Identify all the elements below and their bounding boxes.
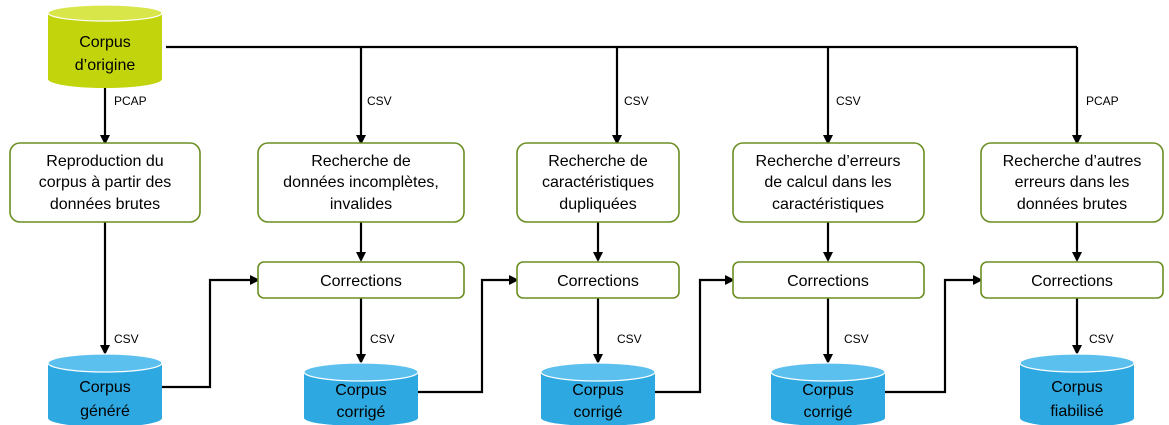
db-5-body xyxy=(1020,363,1134,425)
step-2-line-2: données incomplètes, xyxy=(283,174,439,191)
origin-db-body xyxy=(48,13,162,88)
connectors xyxy=(100,45,1082,394)
input-label-2: CSV xyxy=(367,94,392,108)
db-3-body xyxy=(541,372,655,425)
db-2-line-2: corrigé xyxy=(337,404,386,421)
step-5-line-3: données brutes xyxy=(1017,196,1127,213)
process-step-2: Recherche de données incomplètes, invali… xyxy=(257,142,465,223)
db-3-line-1: Corpus xyxy=(572,382,624,399)
input-label-5: PCAP xyxy=(1086,94,1119,108)
step-1-line-3: données brutes xyxy=(50,196,160,213)
step-4-line-2: de calcul dans les xyxy=(764,174,891,191)
process-step-4: Recherche d’erreurs de calcul dans les c… xyxy=(732,142,925,223)
origin-db-line-2: d’origine xyxy=(75,57,136,74)
db-4-line-1: Corpus xyxy=(802,382,854,399)
db-2-body xyxy=(304,372,418,425)
result-db-4: Corpus corrigé xyxy=(770,362,886,425)
arrow-db-4-to-corrections-4 xyxy=(885,275,983,394)
process-step-1: Reproduction du corpus à partir des donn… xyxy=(9,142,201,223)
process-step-5: Recherche d’autres erreurs dans les donn… xyxy=(980,142,1164,223)
db-5-top xyxy=(1019,353,1135,373)
db-3-top xyxy=(540,362,656,382)
output-label-4: CSV xyxy=(844,332,869,346)
corrections-box-4: Corrections xyxy=(980,261,1164,299)
output-label-3: CSV xyxy=(617,332,642,346)
arrow-db-3-to-corrections-3 xyxy=(655,275,735,394)
db-4-body xyxy=(771,372,885,425)
db-1-top xyxy=(47,353,163,373)
step-1-line-2: corpus à partir des xyxy=(39,174,172,191)
result-db-2: Corpus corrigé xyxy=(303,362,419,425)
step-5-line-1: Recherche d’autres xyxy=(1003,153,1142,170)
step-2-line-1: Recherche de xyxy=(311,153,411,170)
step-4-line-1: Recherche d’erreurs xyxy=(756,153,901,170)
db-1-line-1: Corpus xyxy=(79,379,131,396)
output-label-2: CSV xyxy=(370,332,395,346)
step-3-line-2: caractéristiques xyxy=(542,174,654,191)
step-2-line-3: invalides xyxy=(330,196,392,213)
result-db-3: Corpus corrigé xyxy=(540,362,656,425)
origin-database: Corpus d’origine xyxy=(47,4,163,88)
corrections-2-label: Corrections xyxy=(557,273,639,290)
input-label-4: CSV xyxy=(836,94,861,108)
corrections-box-2: Corrections xyxy=(516,261,680,299)
origin-db-top xyxy=(47,4,163,22)
db-3-line-2: corrigé xyxy=(574,404,623,421)
output-label-1: CSV xyxy=(114,332,139,346)
result-db-5: Corpus fiabilisé xyxy=(1019,353,1135,425)
input-label-1: PCAP xyxy=(114,94,147,108)
db-4-top xyxy=(770,362,886,382)
db-2-line-1: Corpus xyxy=(335,382,387,399)
result-db-1: Corpus généré xyxy=(47,353,163,425)
step-5-line-2: erreurs dans les xyxy=(1015,174,1130,191)
step-1-line-1: Reproduction du xyxy=(46,153,163,170)
step-4-line-3: caractéristiques xyxy=(772,196,884,213)
db-1-line-2: généré xyxy=(80,403,130,420)
corrections-box-3: Corrections xyxy=(732,261,925,299)
db-4-line-2: corrigé xyxy=(804,404,853,421)
step-3-line-3: dupliquées xyxy=(559,196,636,213)
input-label-3: CSV xyxy=(624,94,649,108)
output-label-5: CSV xyxy=(1089,332,1114,346)
corrections-3-label: Corrections xyxy=(787,273,869,290)
corrections-box-1: Corrections xyxy=(257,261,465,299)
step-3-line-1: Recherche de xyxy=(548,153,648,170)
arrow-db-1-to-corrections-1 xyxy=(162,275,260,389)
db-5-line-2: fiabilisé xyxy=(1050,403,1103,420)
origin-db-line-1: Corpus xyxy=(79,34,131,51)
process-step-3: Recherche de caractéristiques dupliquées xyxy=(516,142,680,223)
corrections-4-label: Corrections xyxy=(1031,273,1113,290)
db-2-top xyxy=(303,362,419,382)
db-5-line-1: Corpus xyxy=(1051,379,1103,396)
corrections-1-label: Corrections xyxy=(320,273,402,290)
arrow-db-2-to-corrections-2 xyxy=(418,275,519,394)
edge-labels: PCAP CSV CSV CSV PCAP CSV CSV CSV CSV CS… xyxy=(114,94,1119,346)
db-1-body xyxy=(48,363,162,425)
